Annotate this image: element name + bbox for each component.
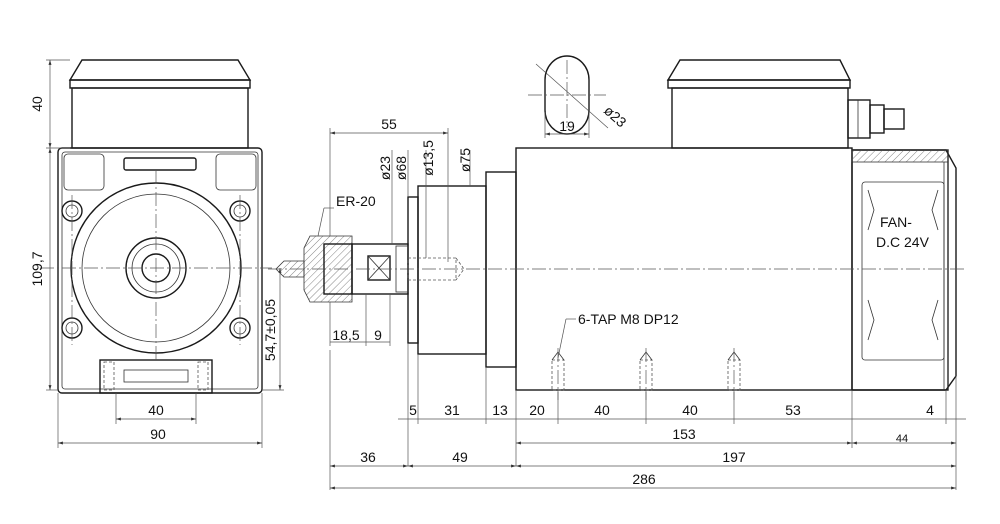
label-fan-line1: FAN- [880,214,912,230]
dim-13: 13 [492,402,508,418]
dim-front-height: 109,7 [29,251,45,286]
dim-d23: ø23 [377,156,393,180]
label-tap: 6-TAP M8 DP12 [578,311,679,327]
dim-197: 197 [722,449,746,465]
dim-36: 36 [360,449,376,465]
dim-5: 5 [409,402,417,418]
dim-front-shaft-height: 54,7±0,05 [262,299,278,361]
dim-collet-gap: 9 [374,327,382,343]
label-fan-line2: D.C 24V [876,234,930,250]
dim-d75: ø75 [457,148,473,172]
dim-front-width: 90 [150,426,166,442]
front-view [40,59,272,394]
dim-d68: ø68 [393,156,409,180]
side-view-bottom-dimensions: 18,5 9 5 31 13 20 40 40 53 4 153 44 36 4… [329,294,966,490]
dim-front-cap-height: 40 [29,96,45,112]
side-view [268,59,966,400]
side-view-top-dimensions: 55 ø23 ø68 ø13,5 ø75 [329,116,473,262]
dim-d13-5: ø13,5 [420,140,436,176]
dim-total: 286 [632,471,656,487]
dim-front-hole-spacing: 40 [148,402,164,418]
side-view-labels: ER-20 FAN- D.C 24V 6-TAP M8 DP12 [317,193,930,359]
dim-40a: 40 [594,402,610,418]
dim-40b: 40 [682,402,698,418]
shaft-flat-detail: 19 ø23 [528,55,630,138]
dim-collet-len: 18,5 [332,327,359,343]
dim-nose-length: 55 [381,116,397,132]
dim-20: 20 [529,402,545,418]
dim-flat-width: 19 [559,118,575,134]
dim-44: 44 [896,433,908,445]
dim-53: 53 [785,402,801,418]
dim-31: 31 [444,402,460,418]
label-collet: ER-20 [336,193,376,209]
dim-153: 153 [672,426,696,442]
front-view-dimensions: 40 109,7 54,7±0,05 40 90 [29,59,284,448]
dim-flat-dia: ø23 [601,102,630,130]
dim-4: 4 [926,402,934,418]
dim-49: 49 [452,449,468,465]
